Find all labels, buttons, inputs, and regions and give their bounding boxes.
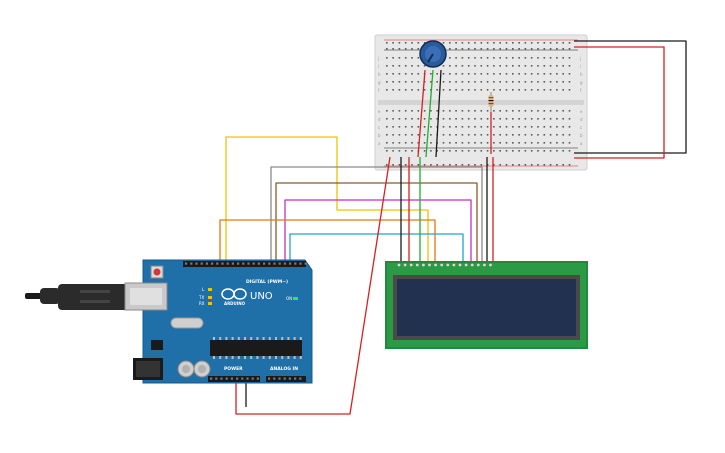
row-label: h bbox=[580, 72, 583, 77]
led-label-l: L bbox=[202, 287, 205, 292]
row-label: a bbox=[580, 141, 583, 146]
resistor[interactable] bbox=[488, 92, 494, 112]
row-label: h bbox=[378, 72, 381, 77]
analog-label: ANALOG IN bbox=[270, 366, 298, 372]
row-label: a bbox=[378, 141, 381, 146]
row-label: b bbox=[378, 133, 381, 138]
digital-label: DIGITAL (PWM~) bbox=[246, 279, 288, 285]
breadboard-holes bbox=[386, 42, 571, 166]
wire-brown bbox=[275, 182, 478, 262]
row-label: d bbox=[378, 117, 381, 122]
row-label: g bbox=[580, 80, 583, 85]
breadboard-row-labels-left: j i h g f e d c b a bbox=[377, 56, 381, 146]
usb-cable bbox=[25, 284, 133, 310]
digital-header[interactable] bbox=[183, 261, 306, 267]
power-label: POWER bbox=[224, 366, 243, 372]
digital-pins bbox=[185, 262, 307, 265]
row-label: i bbox=[580, 64, 581, 69]
row-label: e bbox=[580, 109, 583, 114]
model-label: UNO bbox=[250, 291, 273, 302]
breadboard[interactable]: j i h g f e d c b a j i h g f e d c b a bbox=[374, 34, 588, 171]
wire-red-5v bbox=[235, 156, 391, 415]
arduino-logo: ARDUINO UNO bbox=[221, 288, 273, 306]
wires bbox=[219, 40, 687, 415]
wire-cyan bbox=[289, 233, 464, 262]
brand-label: ARDUINO bbox=[224, 301, 246, 306]
lcd-pin-header bbox=[397, 263, 492, 267]
row-label: f bbox=[580, 88, 582, 93]
row-label: i bbox=[378, 64, 379, 69]
power-header[interactable] bbox=[208, 376, 260, 382]
row-label: b bbox=[580, 133, 583, 138]
lcd-screen bbox=[397, 279, 576, 336]
wire-green-pot bbox=[425, 69, 434, 158]
led-label-on: ON bbox=[286, 296, 292, 301]
wire-gray bbox=[270, 166, 483, 262]
row-label: f bbox=[378, 88, 380, 93]
row-label: e bbox=[378, 109, 381, 114]
lcd-display[interactable] bbox=[385, 261, 588, 349]
breadboard-row-labels-right: j i h g f e d c b a bbox=[579, 56, 583, 146]
wire-black-rail-loop bbox=[574, 40, 687, 154]
row-label: j bbox=[377, 56, 379, 61]
arduino-uno[interactable]: L TX RX ON ARDUINO UNO DIGITAL (PWM~) PO… bbox=[25, 259, 313, 384]
microcontroller-pins bbox=[213, 337, 302, 359]
wire-yellow bbox=[225, 136, 429, 262]
wire-magenta bbox=[284, 199, 472, 262]
led-label-tx: TX bbox=[198, 295, 204, 300]
wire-red-rail-loop bbox=[574, 46, 665, 159]
row-label: j bbox=[579, 56, 581, 61]
potentiometer[interactable] bbox=[419, 40, 447, 68]
row-label: g bbox=[378, 80, 381, 85]
wire-black-pot bbox=[435, 69, 442, 158]
analog-header[interactable] bbox=[266, 376, 306, 382]
bottom-pins bbox=[210, 377, 302, 380]
row-label: c bbox=[580, 125, 582, 130]
wire-orange bbox=[219, 219, 436, 262]
led-label-rx: RX bbox=[199, 301, 205, 306]
row-label: c bbox=[378, 125, 380, 130]
row-label: d bbox=[580, 117, 583, 122]
wire-red-pot bbox=[417, 69, 426, 158]
